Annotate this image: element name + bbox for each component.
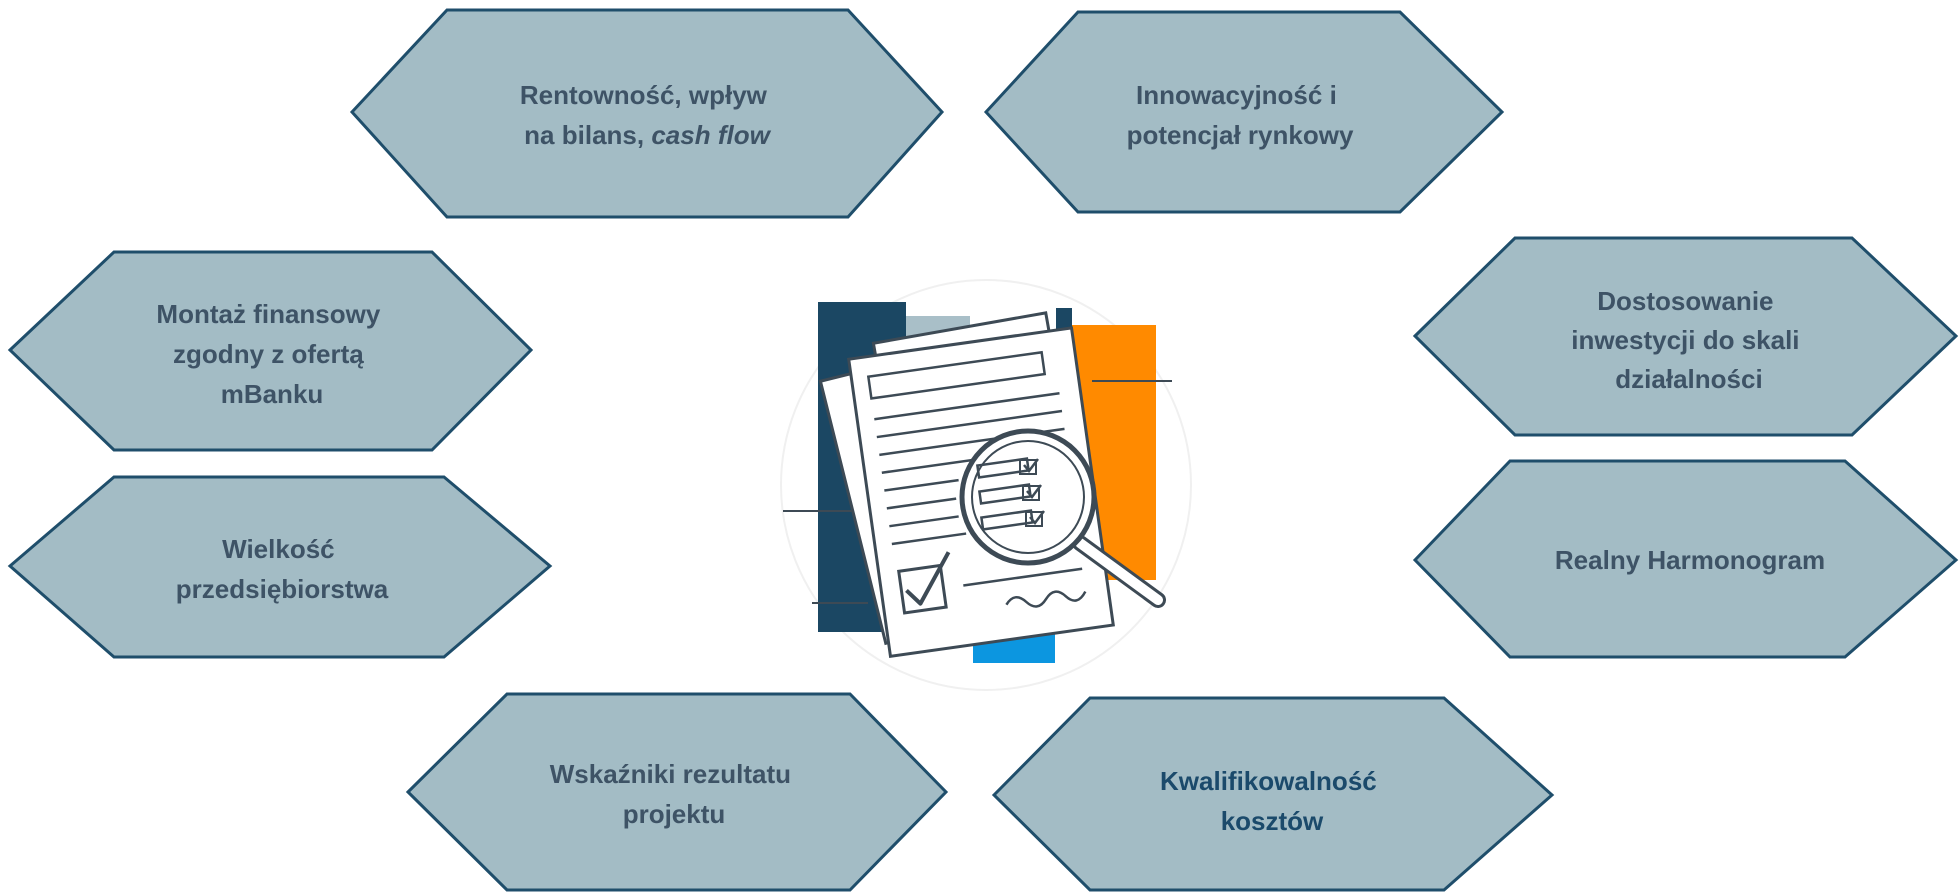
hexagon-rentownosc: Rentowność, wpływ na bilans, cash flow	[349, 8, 945, 219]
hexagon-wielkosc: Wielkość przedsiębiorstwa	[7, 475, 553, 659]
svg-text:Innowacyjność i potenc: Innowacyjność i potencjał rynkowy	[1127, 80, 1354, 150]
svg-text:Rentowność, wpływ na b: Rentowność, wpływ na bilans, cash flow	[520, 80, 774, 150]
hexagon-kwalifikowalnosc-line-1: Kwalifikowalność	[1160, 766, 1377, 796]
hexagon-harmonogram-line-1: Realny Harmonogram	[1555, 545, 1825, 575]
hexagon-montaz: Montaż finansowy zgodny z ofertą mBanku	[7, 250, 534, 452]
hexagon-montaz-line-1: Montaż finansowy	[156, 299, 380, 329]
hexagon-kwalifikowalnosc: Kwalifikowalność kosztów	[991, 696, 1555, 892]
hexagon-rentownosc-line-2: na bilans,	[524, 120, 651, 150]
svg-text:Wskaźniki rezultatu pr: Wskaźniki rezultatu projektu	[550, 759, 799, 829]
hexagon-innowacyjnosc-line-1: Innowacyjność i	[1136, 80, 1337, 110]
svg-text:Montaż finansowy zgodn: Montaż finansowy zgodny z ofertą mBanku	[156, 299, 387, 409]
hexagon-wskazniki-line-2: projektu	[623, 799, 726, 829]
document-review-magnifier-icon	[780, 279, 1192, 691]
hexagon-innowacyjnosc-line-2: potencjał rynkowy	[1127, 120, 1354, 150]
hexagon-rentownosc-line-1: Rentowność, wpływ	[520, 80, 768, 110]
hexagon-rentownosc-italic: cash flow	[651, 120, 771, 150]
svg-text:Kwalifikowalność koszt: Kwalifikowalność kosztów	[1160, 766, 1384, 836]
hexagon-innowacyjnosc: Innowacyjność i potencjał rynkowy	[983, 10, 1505, 214]
hexagon-wskazniki-line-1: Wskaźniki rezultatu	[550, 759, 791, 789]
svg-text:Wielkość przedsiębiors: Wielkość przedsiębiorstwa	[176, 534, 389, 604]
hexagon-montaz-line-3: mBanku	[221, 379, 324, 409]
svg-text:Dostosowanie inwestycj: Dostosowanie inwestycji do skali działal…	[1571, 286, 1807, 394]
hexagon-dostosowanie: Dostosowanie inwestycji do skali działal…	[1412, 236, 1959, 437]
hexagon-kwalifikowalnosc-line-2: kosztów	[1221, 806, 1324, 836]
svg-text:Realny Harmonogram: Realny Harmonogram	[1555, 545, 1825, 575]
hexagon-dostosowanie-line-3: działalności	[1615, 364, 1762, 394]
hexagon-dostosowanie-line-2: inwestycji do skali	[1571, 325, 1799, 355]
hexagon-montaz-line-2: zgodny z ofertą	[173, 339, 364, 369]
hexagon-wielkosc-line-2: przedsiębiorstwa	[176, 574, 389, 604]
hexagon-harmonogram: Realny Harmonogram	[1412, 459, 1959, 659]
magnifier	[959, 428, 1166, 608]
hexagon-dostosowanie-line-1: Dostosowanie	[1597, 286, 1773, 316]
hexagon-wielkosc-line-1: Wielkość	[222, 534, 334, 564]
hexagon-wskazniki: Wskaźniki rezultatu projektu	[405, 692, 949, 892]
